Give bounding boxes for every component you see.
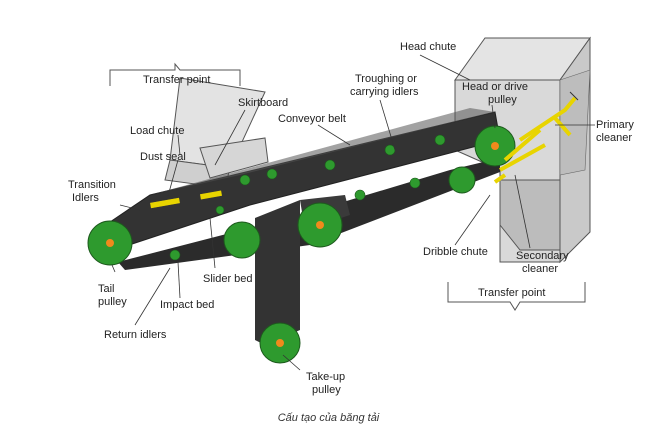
leader-lines [111, 54, 595, 371]
label-secondary-line2: cleaner [522, 263, 558, 275]
head-pulley [474, 125, 516, 167]
label-troughing-line2: carrying idlers [350, 86, 419, 98]
return-idlers [169, 177, 421, 261]
label-head-pulley-line2: pulley [488, 94, 517, 106]
carrying-idlers [239, 134, 446, 186]
label-primary-line2: cleaner [596, 132, 632, 144]
label-slider-bed: Slider bed [203, 273, 253, 285]
transfer-point-bracket-top [109, 62, 241, 86]
label-secondary-line1: Secondary [516, 250, 569, 262]
label-impact-bed: Impact bed [160, 299, 214, 311]
bend-pulley [297, 202, 343, 248]
label-skirtboard: Skirtboard [238, 97, 288, 109]
label-dust-seal: Dust seal [140, 151, 186, 163]
take-up-pulley [259, 322, 301, 364]
label-take-up-line1: Take-up [306, 371, 345, 383]
label-head-pulley-line1: Head or drive [462, 81, 528, 93]
label-primary-line1: Primary [596, 119, 634, 131]
impact-bed [149, 189, 223, 209]
figure-caption: Cấu tạo của băng tải [277, 412, 380, 424]
snub-pulley-head [448, 166, 476, 194]
label-tail-line1: Tail [98, 283, 115, 295]
label-dribble-chute: Dribble chute [423, 246, 488, 258]
dribble-chute [499, 179, 561, 251]
label-head-chute: Head chute [400, 41, 456, 53]
label-transition-line2: Idlers [72, 192, 99, 204]
label-tail-line2: pulley [98, 296, 127, 308]
label-transition-line1: Transition [68, 179, 116, 191]
label-transfer-point-bottom: Transfer point [478, 287, 545, 299]
secondary-cleaner [493, 128, 546, 184]
tail-pulley [87, 220, 133, 266]
label-return-idlers: Return idlers [104, 329, 167, 341]
label-take-up-line2: pulley [312, 384, 341, 396]
label-transfer-point-top: Transfer point [143, 74, 210, 86]
snub-pulley [223, 221, 261, 259]
label-troughing-line1: Troughing or [355, 73, 417, 85]
label-load-chute: Load chute [130, 125, 184, 137]
transfer-point-bracket-bottom [447, 282, 586, 311]
primary-cleaner [518, 91, 579, 142]
label-conveyor-belt: Conveyor belt [278, 113, 346, 125]
